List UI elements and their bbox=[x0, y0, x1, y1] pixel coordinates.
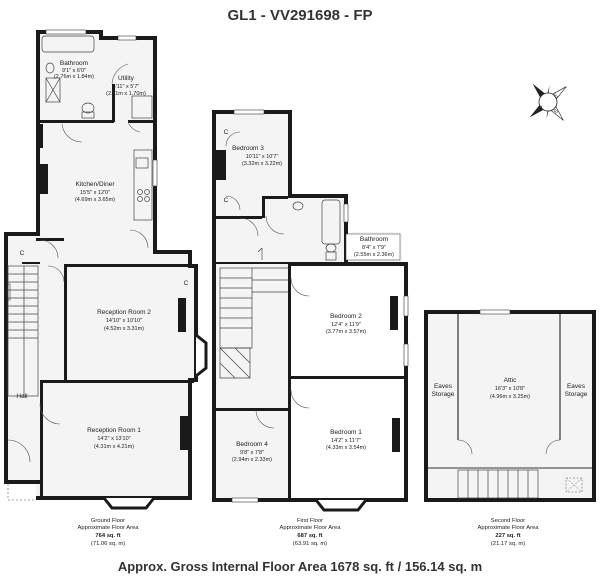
cupboard-first-2: C bbox=[224, 197, 229, 204]
plan-title: GL1 - VV291698 - FP bbox=[227, 7, 372, 24]
ground-floor-caption: Ground Floor Approximate Floor Area 764 … bbox=[78, 518, 140, 547]
ground-floor-sqm: (71.06 sq. m) bbox=[91, 541, 125, 547]
bedroom3-name: Bedroom 3 bbox=[232, 145, 264, 152]
second-floor-caption: Second Floor Approximate Floor Area 227 … bbox=[478, 518, 540, 547]
bedroom2-name: Bedroom 2 bbox=[330, 313, 362, 320]
hall-name: Hall bbox=[16, 393, 28, 400]
bathroom-ground-dim2: (2.76m x 1.84m) bbox=[54, 74, 94, 80]
compass-w: W bbox=[537, 105, 545, 113]
ground-floor-name: Ground Floor bbox=[91, 518, 125, 524]
attic-name: Attic bbox=[504, 377, 517, 384]
bathroom-first-label-box bbox=[345, 233, 401, 261]
first-floor-plan bbox=[212, 109, 409, 512]
bathroom-ground-name: Bathroom bbox=[60, 60, 88, 67]
second-floor-name: Second Floor bbox=[491, 518, 526, 524]
first-floor-caption: First Floor Approximate Floor Area 687 s… bbox=[280, 518, 342, 547]
compass-e: E bbox=[553, 93, 560, 100]
eaves-left-line2: Storage bbox=[432, 391, 455, 398]
first-floor-label: Approximate Floor Area bbox=[280, 525, 342, 531]
attic-dim2: (4.96m x 3.25m) bbox=[490, 394, 530, 400]
utility-name: Utility bbox=[118, 75, 135, 82]
reception1-dim1: 14'2" x 13'10" bbox=[97, 436, 130, 442]
bedroom4-dim2: (2.94m x 2.33m) bbox=[232, 457, 272, 463]
gross-area-footer: Approx. Gross Internal Floor Area 1678 s… bbox=[118, 559, 482, 574]
first-floor-sqm: (63.91 sq. m) bbox=[293, 541, 327, 547]
bedroom3-dim2: (3.32m x 3.22m) bbox=[242, 161, 282, 167]
reception2-dim2: (4.52m x 3.31m) bbox=[104, 326, 144, 332]
cupboard-first-1: C bbox=[224, 129, 229, 136]
ground-floor-sqft: 764 sq. ft bbox=[95, 533, 120, 539]
attic-dim1: 16'3" x 10'8" bbox=[495, 386, 525, 392]
kitchen-name: Kitchen/Diner bbox=[75, 181, 115, 188]
eaves-right-line1: Eaves bbox=[567, 383, 586, 390]
bathroom-first-dim2: (2.55m x 2.36m) bbox=[354, 252, 394, 258]
ground-floor-label: Approximate Floor Area bbox=[78, 525, 140, 531]
cupboard-reception2: C bbox=[184, 280, 189, 287]
bathroom-ground-dim1: 9'1" x 6'0" bbox=[62, 68, 86, 74]
second-floor-plan bbox=[424, 309, 596, 502]
bedroom2-dim1: 12'4" x 11'9" bbox=[331, 322, 361, 328]
eaves-left-line1: Eaves bbox=[434, 383, 453, 390]
bedroom1-name: Bedroom 1 bbox=[330, 429, 362, 436]
ground-floor-plan bbox=[4, 29, 208, 510]
first-floor-sqft: 687 sq. ft bbox=[297, 533, 322, 539]
reception1-name: Reception Room 1 bbox=[87, 427, 141, 434]
second-floor-label: Approximate Floor Area bbox=[478, 525, 540, 531]
bedroom3-dim1: 10'11" x 10'7" bbox=[246, 154, 279, 160]
reception2-dim1: 14'10" x 10'10" bbox=[106, 318, 142, 324]
utility-dim1: 6'11" x 5'7" bbox=[113, 84, 140, 90]
bedroom4-name: Bedroom 4 bbox=[236, 441, 268, 448]
bedroom2-dim2: (3.77m x 3.57m) bbox=[326, 329, 366, 335]
bedroom1-dim1: 14'2" x 11'7" bbox=[331, 438, 361, 444]
reception1-dim2: (4.31m x 4.21m) bbox=[94, 444, 134, 450]
bathroom-first-dim1: 8'4" x 7'9" bbox=[362, 245, 386, 251]
utility-dim2: (2.11m x 1.70m) bbox=[106, 91, 146, 97]
kitchen-dim1: 15'5" x 12'0" bbox=[80, 190, 110, 196]
bedroom1-dim2: (4.33m x 3.54m) bbox=[326, 445, 366, 451]
bathroom-first-name: Bathroom bbox=[360, 236, 388, 243]
second-floor-sqft: 227 sq. ft bbox=[495, 533, 520, 539]
first-floor-name: First Floor bbox=[297, 518, 323, 524]
compass-rose: N E S W bbox=[529, 83, 567, 121]
bedroom4-dim1: 9'8" x 7'8" bbox=[240, 450, 264, 456]
reception2-name: Reception Room 2 bbox=[97, 309, 151, 316]
cupboard-hall: C bbox=[20, 250, 25, 257]
compass-s: S bbox=[553, 108, 560, 115]
eaves-right-line2: Storage bbox=[565, 391, 588, 398]
compass-n: N bbox=[537, 90, 544, 97]
second-floor-sqm: (21.17 sq. m) bbox=[491, 541, 525, 547]
kitchen-dim2: (4.69m x 3.65m) bbox=[75, 197, 115, 203]
